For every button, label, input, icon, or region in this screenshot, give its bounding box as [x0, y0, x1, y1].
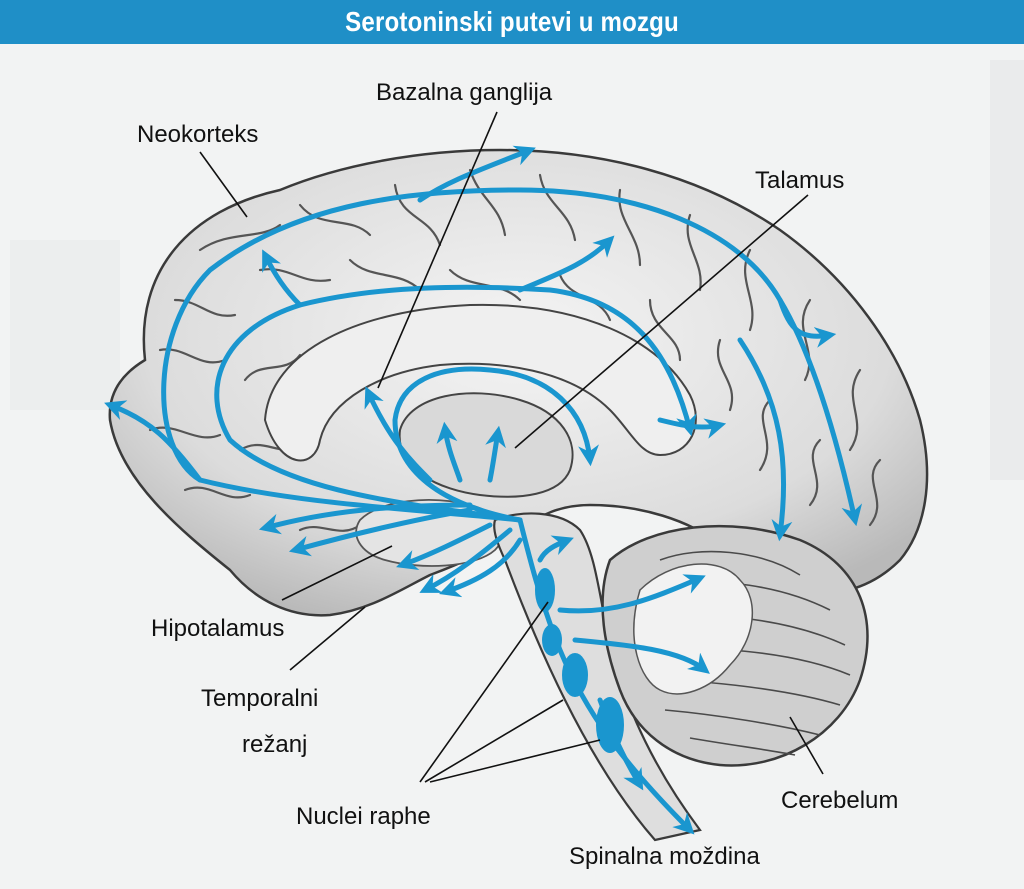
- leader-neokorteks: [199, 151, 248, 218]
- pathway-middle-top: [517, 235, 615, 293]
- leader-raphe-1: [419, 601, 549, 783]
- pathway-middle-end: [657, 417, 727, 439]
- pathway-inner: [392, 366, 599, 523]
- pathway-base-3: [396, 522, 493, 570]
- pathway-temporal-2: [439, 537, 523, 598]
- pathway-cerebellum-1: [557, 574, 706, 614]
- pathway-cerebellum-2: [572, 637, 710, 674]
- pathway-posterior-down: [737, 337, 793, 542]
- diagram-title: Serotoninski putevi u mozgu: [345, 6, 679, 37]
- label-cerebelum: Cerebelum: [781, 787, 899, 814]
- pathway-thal-2: [485, 425, 506, 483]
- arbor-vitae: [633, 563, 753, 695]
- label-spinalna-mozdina: Spinalna moždina: [569, 843, 760, 870]
- pathway-thal-1: [436, 421, 463, 483]
- pathway-stem-up: [537, 535, 574, 563]
- serotonin-pathways: [104, 145, 863, 835]
- leader-temporalni: [289, 606, 366, 671]
- corpus-callosum: [263, 303, 697, 462]
- pathway-top: [417, 145, 536, 203]
- leader-raphe-2: [424, 699, 564, 783]
- pathway-frontal-tip: [104, 400, 203, 483]
- leader-raphe-3: [429, 739, 601, 783]
- raphe-nuclei: [535, 568, 624, 753]
- pathway-middle-up: [262, 249, 303, 308]
- leader-cerebelum: [789, 716, 824, 775]
- leader-lines: [199, 111, 824, 783]
- pathway-occipital: [777, 297, 837, 348]
- label-hipotalamus: Hipotalamus: [151, 615, 285, 642]
- label-bazalna-ganglija: Bazalna ganglija: [376, 79, 553, 106]
- pathway-base-1: [258, 502, 473, 535]
- background-ghost: [10, 60, 1024, 480]
- label-neokorteks: Neokorteks: [137, 121, 259, 148]
- leader-bazalna: [377, 111, 498, 389]
- label-nuclei-raphe: Nuclei raphe: [296, 803, 431, 830]
- pathway-basal: [364, 386, 433, 483]
- title-banner: Serotoninski putevi u mozgu: [0, 0, 1024, 44]
- pathway-temporal-1: [419, 527, 513, 593]
- label-temporalni-line1: Temporalni: [201, 685, 319, 712]
- leader-talamus: [514, 194, 809, 449]
- label-temporalni-line2: režanj: [242, 731, 308, 758]
- label-talamus: Talamus: [755, 167, 845, 194]
- pathway-base-2: [288, 507, 473, 557]
- leader-hipotalamus: [281, 545, 393, 601]
